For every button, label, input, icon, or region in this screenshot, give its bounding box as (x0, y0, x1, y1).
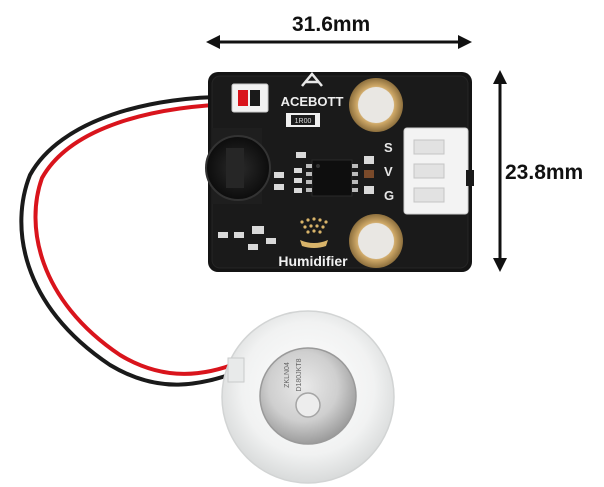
mounting-hole (349, 214, 403, 268)
pin-label-signal: S (384, 140, 393, 155)
humidifier-icon (300, 217, 328, 248)
inductor-coil (205, 128, 271, 204)
black-wire (19, 94, 240, 387)
module-name: Humidifier (278, 253, 348, 269)
red-wire (33, 102, 242, 376)
wire-connector (231, 83, 269, 113)
mounting-hole (349, 78, 403, 132)
transducer-disc: ZKLN04 D180JKT8 (221, 310, 395, 484)
width-dimension-arrow (206, 35, 472, 49)
disc-marking-2: D180JKT8 (296, 358, 303, 391)
height-dimension-arrow (493, 70, 507, 272)
pin-header-connector (403, 127, 474, 215)
brand-logo: ACEBOTT (281, 72, 344, 109)
wire-bundle (19, 94, 242, 387)
ic-chip (306, 159, 358, 197)
chip-marking: 1R00 (295, 118, 312, 125)
pin-label-ground: G (384, 188, 394, 203)
circuit-board: ACEBOTT 1R00 (205, 72, 474, 272)
resistor-chip: 1R00 (286, 113, 320, 127)
width-dimension-label: 31.6mm (292, 13, 371, 36)
pin-labels: S V G (384, 140, 394, 203)
pin-label-vcc: V (384, 164, 393, 179)
disc-marking-1: ZKLN04 (284, 362, 291, 388)
smd-components (218, 152, 374, 250)
brand-name: ACEBOTT (281, 94, 344, 109)
height-dimension-label: 23.8mm (505, 161, 584, 184)
